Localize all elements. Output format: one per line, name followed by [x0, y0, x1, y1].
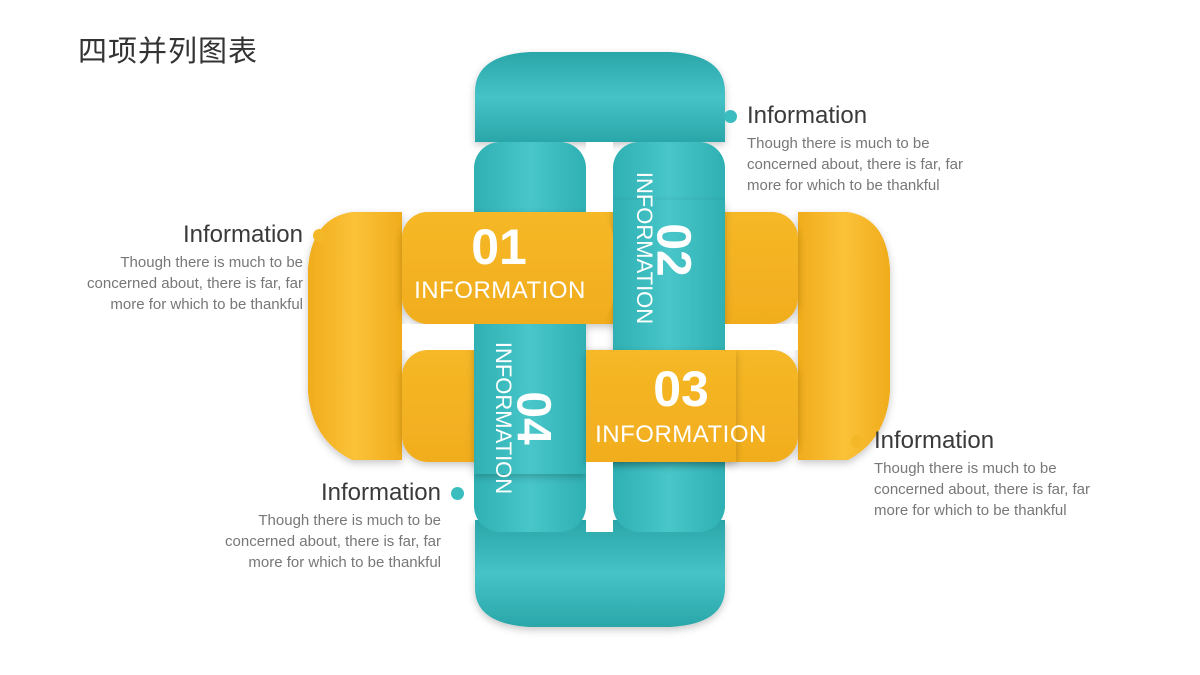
info-line: concerned about, there is far, far	[747, 156, 963, 173]
yellow-band-outer	[308, 212, 402, 460]
info-line: Though there is much to be	[120, 254, 303, 271]
info-line: concerned about, there is far, far	[87, 275, 303, 292]
teal-dot-icon	[451, 486, 464, 500]
info-line: Though there is much to be	[874, 460, 1057, 477]
label-01: INFORMATION	[414, 277, 586, 304]
label-04: INFORMATION	[491, 342, 516, 494]
info-line: concerned about, there is far, far	[874, 481, 1090, 498]
label-03: INFORMATION	[595, 421, 767, 448]
info-heading: Information	[320, 479, 441, 506]
info-block-02: Information Though there is much to be c…	[724, 102, 984, 196]
info-heading: Information	[874, 427, 995, 454]
page-title: 四项并列图表	[78, 34, 259, 68]
teal-band-outer	[475, 52, 725, 142]
info-line: concerned about, there is far, far	[225, 533, 441, 550]
info-line: Though there is much to be	[258, 512, 441, 529]
info-heading: Information	[182, 221, 303, 248]
info-block-01: Information Though there is much to be c…	[66, 221, 326, 315]
label-02: INFORMATION	[632, 172, 657, 324]
number-04: 04	[506, 391, 559, 445]
number-03: 03	[653, 361, 709, 417]
number-01: 01	[471, 219, 527, 275]
info-line: more for which to be thankful	[747, 177, 940, 194]
info-block-04: Information Though there is much to be c…	[204, 479, 464, 573]
number-02: 02	[646, 223, 699, 276]
info-block-03: Information Though there is much to be c…	[851, 427, 1111, 521]
yellow-dot-icon	[851, 434, 864, 448]
yellow-dot-icon	[313, 228, 326, 242]
info-line: Though there is much to be	[747, 135, 930, 152]
info-line: more for which to be thankful	[248, 554, 441, 571]
info-line: more for which to be thankful	[874, 502, 1067, 519]
info-line: more for which to be thankful	[110, 296, 303, 313]
teal-dot-icon	[724, 109, 737, 123]
info-heading: Information	[747, 102, 868, 129]
